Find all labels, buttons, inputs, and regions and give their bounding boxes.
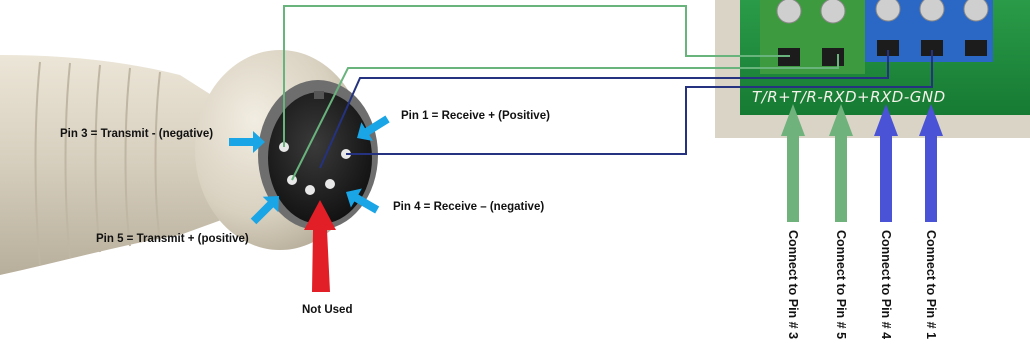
arrow-pin4 xyxy=(346,188,380,214)
connect-label-3: Connect to Pin # 4 xyxy=(879,230,893,340)
green-wires xyxy=(283,5,839,181)
terminal-silkscreen: T/R+T/R-RXD+RXD-GND xyxy=(752,88,946,106)
pin-4 xyxy=(325,179,335,189)
arrow-pin1 xyxy=(357,115,390,141)
connector-face xyxy=(268,92,372,224)
label-pin1: Pin 1 = Receive + (Positive) xyxy=(401,110,550,122)
pin-arrows xyxy=(229,115,390,225)
label-pin5: Pin 5 = Transmit + (positive) xyxy=(96,233,249,245)
arrow-terminal-1 xyxy=(781,104,805,222)
arrow-terminal-3 xyxy=(874,104,898,222)
connect-label-2: Connect to Pin # 5 xyxy=(834,230,848,340)
terminal-screws xyxy=(776,0,989,24)
label-not-used: Not Used xyxy=(302,304,353,316)
label-pin4: Pin 4 = Receive – (negative) xyxy=(393,201,545,213)
screw-5 xyxy=(963,0,989,22)
screw-4 xyxy=(919,0,945,22)
label-pin3: Pin 3 = Transmit - (negative) xyxy=(60,128,214,140)
terminal-green-block xyxy=(760,0,865,74)
arrow-terminal-2 xyxy=(829,104,853,222)
screw-1 xyxy=(776,0,802,24)
arrow-not-used xyxy=(304,200,336,292)
wire-pin1 xyxy=(346,50,933,155)
wire-pin5 xyxy=(291,54,839,181)
blue-wires xyxy=(319,50,933,169)
terminal-arrows xyxy=(781,104,943,222)
terminal-board xyxy=(715,0,1030,138)
pin-2 xyxy=(305,185,315,195)
screw-3 xyxy=(875,0,901,22)
arrow-pin3 xyxy=(229,131,265,153)
wire-pin4 xyxy=(319,50,889,169)
cable-ribs xyxy=(34,61,161,266)
cable xyxy=(0,55,235,275)
connect-label-1: Connect to Pin # 3 xyxy=(786,230,800,340)
screw-2 xyxy=(820,0,846,24)
connect-label-4: Connect to Pin # 1 xyxy=(924,230,938,340)
wire-pin3 xyxy=(283,5,790,147)
arrow-terminal-4 xyxy=(919,104,943,222)
arrow-pin5 xyxy=(250,196,279,225)
connector-key xyxy=(314,91,324,99)
